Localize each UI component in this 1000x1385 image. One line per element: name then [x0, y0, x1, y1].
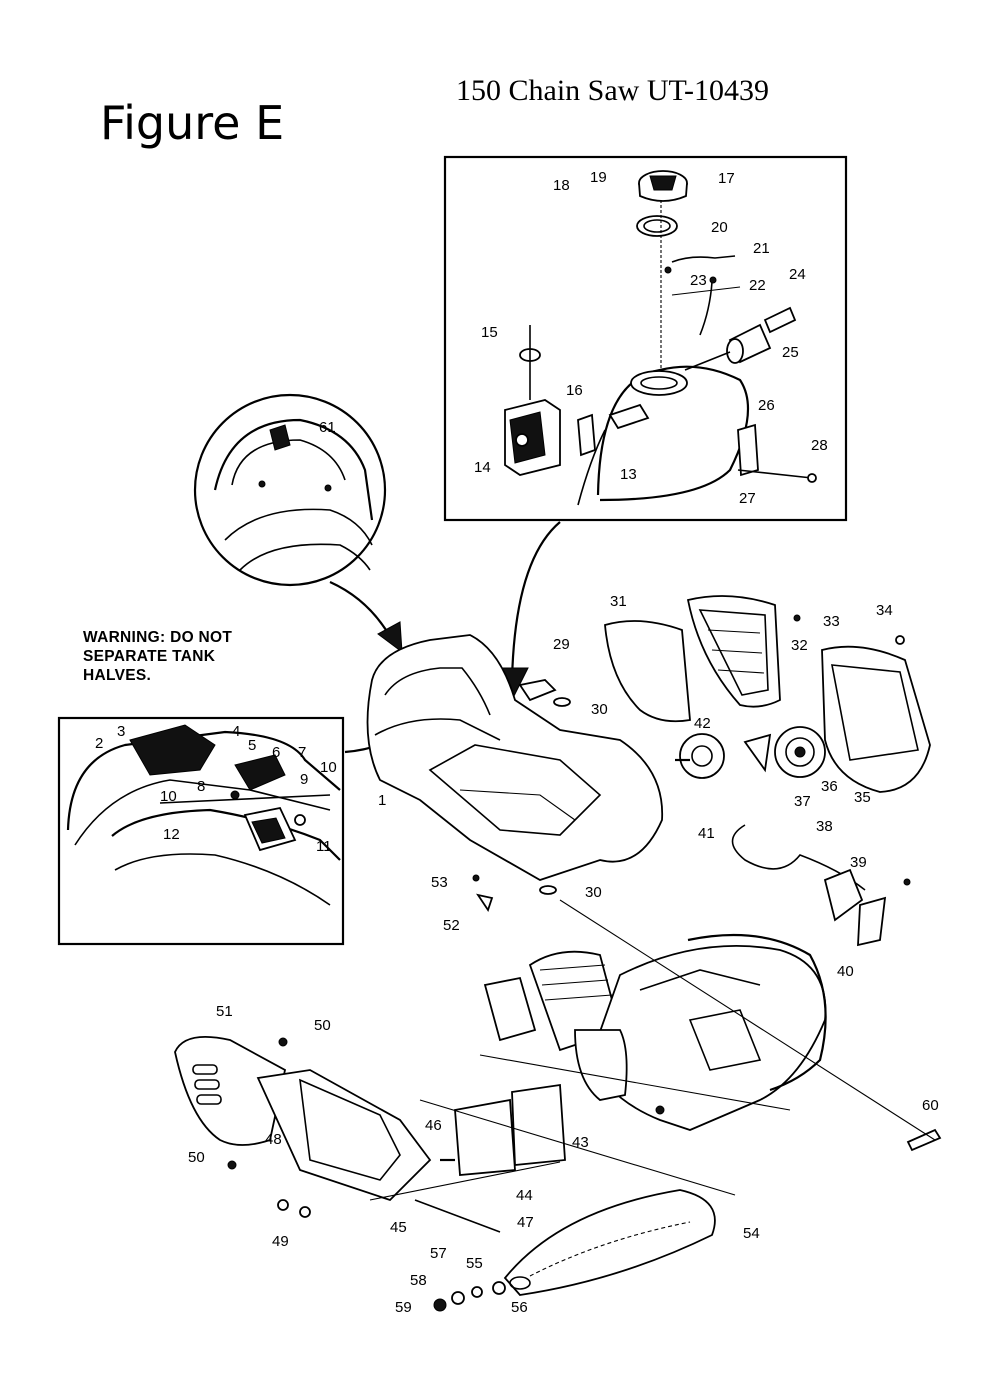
callout-50: 50 — [314, 1017, 331, 1034]
callout-24: 24 — [789, 266, 806, 283]
callout-6: 6 — [272, 744, 280, 761]
handle-tank-housing — [366, 634, 664, 881]
callout-13: 13 — [620, 466, 637, 483]
document-title: 150 Chain Saw UT-10439 — [456, 74, 770, 107]
fasteners — [472, 635, 905, 913]
callout-1: 1 — [378, 792, 386, 809]
callout-4: 4 — [232, 723, 240, 740]
callout-5: 5 — [248, 737, 256, 754]
callout-25: 25 — [782, 344, 799, 361]
callout-16: 16 — [566, 382, 583, 399]
callout-37: 37 — [794, 793, 811, 810]
callout-30: 30 — [591, 701, 608, 718]
callout-7: 7 — [298, 744, 306, 761]
callout-labels: 1 2 3 4 5 6 7 8 9 10 10 11 12 13 14 15 1… — [95, 169, 939, 1316]
callout-34: 34 — [876, 602, 893, 619]
air-filter-cover — [604, 595, 801, 723]
figure-label: Figure E — [100, 96, 285, 150]
callout-40: 40 — [837, 963, 854, 980]
inset-fuel-carburetor — [443, 155, 848, 522]
callout-9: 9 — [300, 771, 308, 788]
callout-56: 56 — [511, 1299, 528, 1316]
warning-line: HALVES. — [83, 667, 152, 684]
callout-47: 47 — [517, 1214, 534, 1231]
callout-8: 8 — [197, 778, 205, 795]
callout-10: 10 — [160, 788, 177, 805]
callout-28: 28 — [811, 437, 828, 454]
warning-line: WARNING: DO NOT — [83, 629, 233, 646]
callout-54: 54 — [743, 1225, 760, 1242]
callout-39: 39 — [850, 854, 867, 871]
callout-11: 11 — [316, 838, 332, 855]
callout-52: 52 — [443, 917, 460, 934]
callout-57: 57 — [430, 1245, 447, 1262]
circle-detail-handle — [193, 393, 387, 587]
callout-36: 36 — [821, 778, 838, 795]
callout-61: 61 — [319, 419, 336, 436]
callout-10b: 10 — [320, 759, 337, 776]
callout-15: 15 — [481, 324, 498, 341]
reference-lines — [369, 899, 936, 1201]
guide-bar — [433, 1128, 942, 1312]
callout-12: 12 — [163, 826, 180, 843]
callout-20: 20 — [711, 219, 728, 236]
callout-41: 41 — [698, 825, 715, 842]
pointer-arrow — [510, 521, 561, 681]
warning-line: SEPARATE TANK — [83, 648, 216, 665]
callout-31: 31 — [610, 593, 627, 610]
callout-18: 18 — [553, 177, 570, 194]
callout-51: 51 — [216, 1003, 233, 1020]
callout-49: 49 — [272, 1233, 289, 1250]
callout-45: 45 — [390, 1219, 407, 1236]
inset-handle-wiring — [57, 716, 345, 946]
callout-14: 14 — [474, 459, 491, 476]
callout-19: 19 — [590, 169, 607, 186]
callout-29: 29 — [553, 636, 570, 653]
callout-21: 21 — [753, 240, 770, 257]
callout-3: 3 — [117, 723, 125, 740]
callout-27: 27 — [739, 490, 756, 507]
callout-50b: 50 — [188, 1149, 205, 1166]
callout-46: 46 — [425, 1117, 442, 1134]
callout-38: 38 — [816, 818, 833, 835]
callout-33: 33 — [823, 613, 840, 630]
callout-43: 43 — [572, 1134, 589, 1151]
callout-44: 44 — [516, 1187, 533, 1204]
chain-side-cover — [174, 1035, 566, 1233]
callout-35: 35 — [854, 789, 871, 806]
callout-17: 17 — [718, 170, 735, 187]
callout-30b: 30 — [585, 884, 602, 901]
warning-note: WARNING: DO NOT SEPARATE TANK HALVES. — [83, 628, 232, 685]
callout-2: 2 — [95, 735, 103, 752]
callout-26: 26 — [758, 397, 775, 414]
callout-58: 58 — [410, 1272, 427, 1289]
callout-60: 60 — [922, 1097, 939, 1114]
callout-23: 23 — [690, 272, 707, 289]
engine-block — [483, 933, 827, 1131]
callout-42: 42 — [694, 715, 711, 732]
callout-59: 59 — [395, 1299, 412, 1316]
callout-22: 22 — [749, 277, 766, 294]
callout-32: 32 — [791, 637, 808, 654]
callout-55: 55 — [466, 1255, 483, 1272]
starter-assembly — [675, 645, 931, 947]
callout-48: 48 — [265, 1131, 282, 1148]
callout-53: 53 — [431, 874, 448, 891]
arrowhead — [377, 621, 403, 654]
